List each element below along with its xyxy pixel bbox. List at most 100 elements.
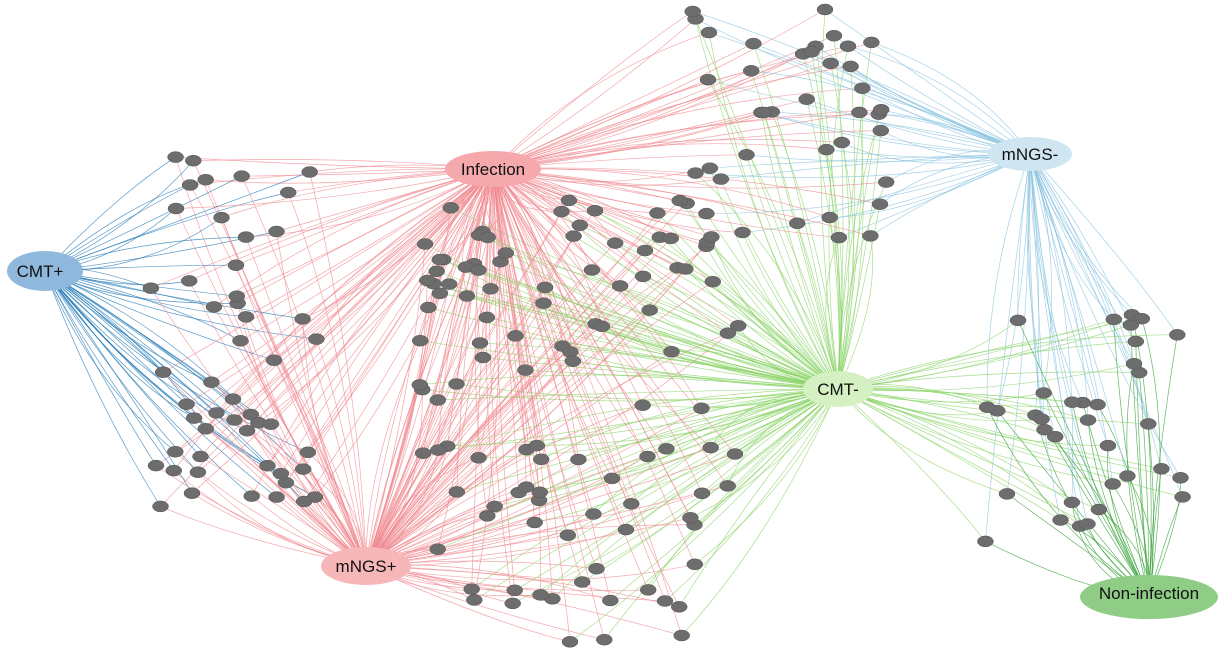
- edge-mngs_pos: [365, 250, 646, 567]
- edge-infection: [492, 70, 752, 170]
- sample-node: [440, 278, 458, 290]
- sample-node: [755, 106, 772, 119]
- edge-cmt_neg: [694, 388, 839, 565]
- sample-node: [596, 633, 613, 646]
- edge-cmt_neg: [771, 111, 839, 390]
- edge-cmt_neg: [708, 32, 839, 390]
- edge-mngs_pos: [365, 237, 489, 567]
- sample-node: [842, 60, 859, 73]
- sample-node: [1089, 398, 1106, 411]
- sample-node: [526, 516, 543, 529]
- edge-cmt_neg: [711, 236, 839, 390]
- edge-mngs_pos: [365, 252, 507, 567]
- edge-cmt_neg: [837, 314, 1133, 390]
- edge-cmt_neg: [837, 88, 864, 390]
- edge-cmt_neg: [837, 334, 1178, 390]
- sample-node: [641, 304, 658, 316]
- edge-infection: [492, 168, 871, 237]
- sample-node: [602, 594, 619, 607]
- edge-infection: [492, 168, 887, 189]
- edge-cmt_neg: [820, 9, 839, 390]
- edge-mngs_neg: [1029, 153, 1133, 316]
- edge-cmt_neg: [746, 154, 839, 390]
- edge-infection: [491, 168, 538, 446]
- edge-infection: [163, 168, 494, 373]
- edge-mngs_pos: [235, 265, 367, 567]
- sample-node: [677, 263, 694, 275]
- edge-infection: [216, 168, 494, 414]
- sample-node: [428, 265, 445, 278]
- edge-mngs_neg: [1029, 153, 1088, 525]
- sample-node: [272, 467, 290, 480]
- edge-mngs_pos: [302, 318, 367, 567]
- edge-cmt_neg: [573, 235, 839, 390]
- sample-node: [203, 376, 220, 388]
- edge-mngs_pos: [365, 456, 648, 567]
- edge-cmt_pos: [44, 270, 201, 457]
- sample-node: [699, 73, 717, 86]
- sample-node: [701, 162, 719, 174]
- edge-cmt_neg: [706, 213, 839, 390]
- sample-node: [565, 230, 582, 242]
- sample-node: [237, 231, 255, 243]
- sample-node: [486, 500, 503, 513]
- sample-node: [301, 166, 318, 178]
- sample-node: [854, 82, 871, 94]
- edge-infection: [492, 168, 553, 599]
- edge-cmt_neg: [763, 112, 839, 390]
- edge-mngs_neg: [1029, 153, 1178, 335]
- edge-mngs_neg: [1029, 153, 1128, 477]
- edge-infection: [492, 45, 816, 170]
- edge-cmt_neg: [439, 293, 839, 390]
- edge-infection: [492, 32, 710, 170]
- sample-node: [1127, 335, 1145, 348]
- sample-node: [639, 584, 657, 596]
- sample-node: [294, 313, 311, 325]
- sample-node: [670, 601, 688, 613]
- hub-mngs-positive-label: mNGS+: [336, 557, 397, 576]
- edge-infection: [193, 168, 494, 419]
- edge-infection: [437, 168, 494, 550]
- sample-node: [742, 65, 760, 77]
- sample-node: [227, 259, 245, 271]
- edge-mngs_neg: [707, 79, 1031, 155]
- sample-node: [998, 488, 1016, 500]
- edge-mngs_pos: [365, 238, 672, 567]
- edge-cmt_neg: [569, 388, 839, 643]
- edge-cmt_neg: [625, 388, 839, 530]
- sample-node: [414, 447, 432, 459]
- sample-node: [1104, 478, 1121, 490]
- sample-node: [268, 491, 285, 503]
- edge-mngs_neg: [985, 153, 1031, 542]
- edge-infection: [492, 63, 831, 170]
- sample-node: [178, 398, 195, 410]
- sample-node: [259, 459, 276, 472]
- edge-mngs_pos: [150, 288, 367, 567]
- edge-mngs_pos: [175, 208, 367, 567]
- edge-infection: [234, 168, 494, 421]
- sample-node: [482, 283, 499, 295]
- sample-node: [192, 450, 209, 463]
- sample-node: [295, 495, 313, 508]
- edge-cmt_pos: [44, 175, 242, 272]
- sample-node: [165, 464, 183, 477]
- edge-infection: [492, 168, 691, 518]
- sample-node: [738, 149, 755, 161]
- edge-mngs_pos: [365, 235, 480, 567]
- sample-node: [458, 290, 476, 302]
- edge-infection: [473, 168, 501, 601]
- sample-node: [593, 320, 611, 333]
- sample-node: [687, 167, 704, 179]
- edge-cmt_neg: [552, 388, 839, 600]
- sample-node: [1153, 463, 1170, 475]
- sample-node: [416, 238, 434, 250]
- sample-node: [470, 264, 487, 276]
- edge-cmt_pos: [44, 270, 212, 383]
- edge-cmt_neg: [837, 388, 1181, 479]
- hub-cmt-negative: [803, 371, 873, 407]
- sample-node: [977, 535, 994, 548]
- sample-node: [693, 487, 711, 500]
- sample-node: [232, 335, 249, 347]
- sample-node: [154, 366, 172, 378]
- sample-node: [479, 510, 496, 522]
